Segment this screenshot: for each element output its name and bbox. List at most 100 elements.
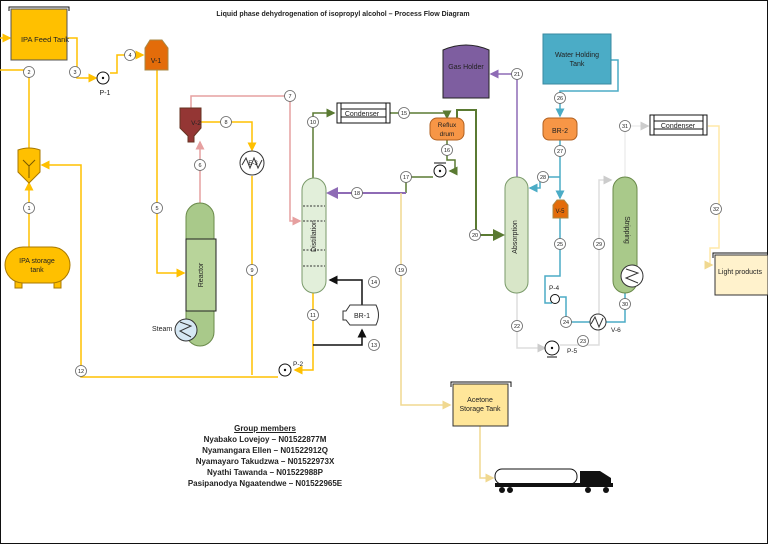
acetone-label-2: Storage Tank	[459, 406, 501, 413]
stream-number: 7	[288, 94, 291, 100]
group-heading: Group members	[234, 424, 296, 433]
vessel-v2[interactable]: V-2	[179, 107, 202, 143]
stream-tag-1: 1	[23, 202, 35, 214]
acetone-storage-tank[interactable]: Acetone Storage Tank	[450, 381, 512, 427]
p4-label: P-4	[549, 285, 560, 292]
pump-p3[interactable]	[433, 162, 447, 178]
reactor[interactable]: Reactor Steam	[152, 202, 217, 347]
stream-number: 14	[371, 280, 377, 286]
condenser-2-label: Condenser	[661, 123, 696, 130]
stream-tag-29: 29	[593, 238, 605, 250]
member: Nyabako Lovejoy – N01522877M	[203, 435, 327, 444]
ipa-storage-tank[interactable]: IPA storage tank	[4, 246, 71, 289]
stream-number: 11	[310, 313, 316, 319]
stream-tag-10: 10	[307, 116, 319, 128]
stream-tag-11: 11	[307, 309, 319, 321]
stream-tag-19: 19	[395, 264, 407, 276]
reflux-drum[interactable]: Reflux drum	[429, 117, 465, 141]
stream-tag-16: 16	[441, 144, 453, 156]
distillation-column[interactable]: Distillation	[301, 177, 327, 294]
pump-p4[interactable]: P-4	[549, 285, 560, 304]
stream-number: 15	[401, 111, 407, 117]
steam-label: Steam	[152, 326, 172, 333]
v6-label: V-6	[611, 327, 621, 334]
stream-number: 12	[78, 369, 84, 375]
stream-tag-12: 12	[75, 365, 87, 377]
pump-p1[interactable]: P-1	[96, 71, 111, 97]
vessel-br2[interactable]: BR-2	[542, 117, 578, 141]
br2-label: BR-2	[552, 128, 568, 135]
member: Nyathi Tawanda – N01522988P	[207, 468, 323, 477]
br1-label: BR-1	[354, 313, 370, 320]
stream-tag-20: 20	[469, 229, 481, 241]
stream-tag-6: 6	[194, 159, 206, 171]
v2-label: V-2	[191, 120, 201, 127]
hopper[interactable]	[17, 147, 41, 184]
stream-tag-22: 22	[511, 320, 523, 332]
reactor-label: Reactor	[198, 262, 205, 287]
water-holding-tank[interactable]: Water Holding Tank	[542, 33, 612, 85]
stream-tag-31: 31	[619, 120, 631, 132]
group-members: Group members Nyabako Lovejoy – N0152287…	[150, 423, 380, 489]
heater-e3[interactable]: E-3	[239, 150, 265, 176]
distillation-label: Distillation	[311, 220, 318, 252]
exchanger-v6[interactable]: V-6	[589, 313, 621, 334]
reboiler-br1[interactable]: BR-1	[342, 304, 379, 326]
stream-tag-3: 3	[69, 66, 81, 78]
stream-tag-30: 30	[619, 298, 631, 310]
ipa-storage-label-1: IPA storage	[19, 258, 55, 265]
stream-number: 18	[354, 191, 360, 197]
v5-label: V-5	[555, 209, 565, 215]
condenser-2[interactable]: Condenser	[649, 114, 708, 136]
vessel-v1[interactable]: V-1	[144, 39, 169, 71]
light-products-tank[interactable]: Light products	[712, 252, 768, 296]
stream-number: 27	[557, 149, 563, 155]
condenser-1[interactable]: Condenser	[336, 102, 391, 124]
ipa-feed-tank-label: IPA Feed Tank	[21, 35, 69, 44]
member: Nyamangara Ellen – N01522912Q	[202, 446, 328, 455]
stream-number: 26	[557, 96, 563, 102]
stream-tag-15: 15	[398, 107, 410, 119]
stream-tag-25: 25	[554, 238, 566, 250]
stream-number: 4	[128, 53, 131, 59]
stream-number: 2	[27, 70, 30, 76]
tanker-truck-icon	[494, 468, 613, 493]
stream-number: 8	[224, 120, 227, 126]
vessel-v5[interactable]: V-5	[552, 199, 569, 219]
stream-tag-18: 18	[351, 187, 363, 199]
stream-number: 13	[371, 343, 377, 349]
pump-p2[interactable]: P-2	[278, 361, 304, 377]
absorption-column[interactable]: Absorption	[504, 176, 529, 294]
stream-number: 29	[596, 242, 602, 248]
stream-tag-23: 23	[577, 335, 589, 347]
water-tank-label-1: Water Holding	[555, 52, 599, 59]
member: Nyamayaro Takudzwa – N01522973X	[195, 457, 335, 466]
stream-number: 23	[580, 339, 586, 345]
stripping-column[interactable]: Stripping	[612, 176, 644, 294]
stream-tag-32: 32	[710, 203, 722, 215]
stream-tag-26: 26	[554, 92, 566, 104]
stream-number: 28	[540, 175, 546, 181]
stream-tag-24: 24	[560, 316, 572, 328]
pump-p5[interactable]: P-5	[544, 340, 578, 358]
reflux-label-1: Reflux	[438, 122, 457, 129]
stream-tag-9: 9	[246, 264, 258, 276]
diagram-title: Liquid phase dehydrogenation of isopropy…	[216, 11, 469, 18]
p5-label: P-5	[567, 348, 578, 355]
stream-tag-21: 21	[511, 68, 523, 80]
stream-tag-14: 14	[368, 276, 380, 288]
stream-number: 22	[514, 324, 520, 330]
gas-holder[interactable]: Gas Holder	[442, 44, 490, 99]
stream-tag-7: 7	[284, 90, 296, 102]
light-products-label: Light products	[718, 269, 762, 276]
ipa-feed-tank[interactable]: IPA Feed Tank	[8, 6, 70, 61]
stream-number: 3	[73, 70, 76, 76]
acetone-label-1: Acetone	[467, 397, 493, 404]
stream-number: 9	[250, 268, 253, 274]
p1-label: P-1	[100, 90, 111, 97]
stream-number: 17	[403, 175, 409, 181]
ipa-storage-label-2: tank	[30, 267, 44, 274]
